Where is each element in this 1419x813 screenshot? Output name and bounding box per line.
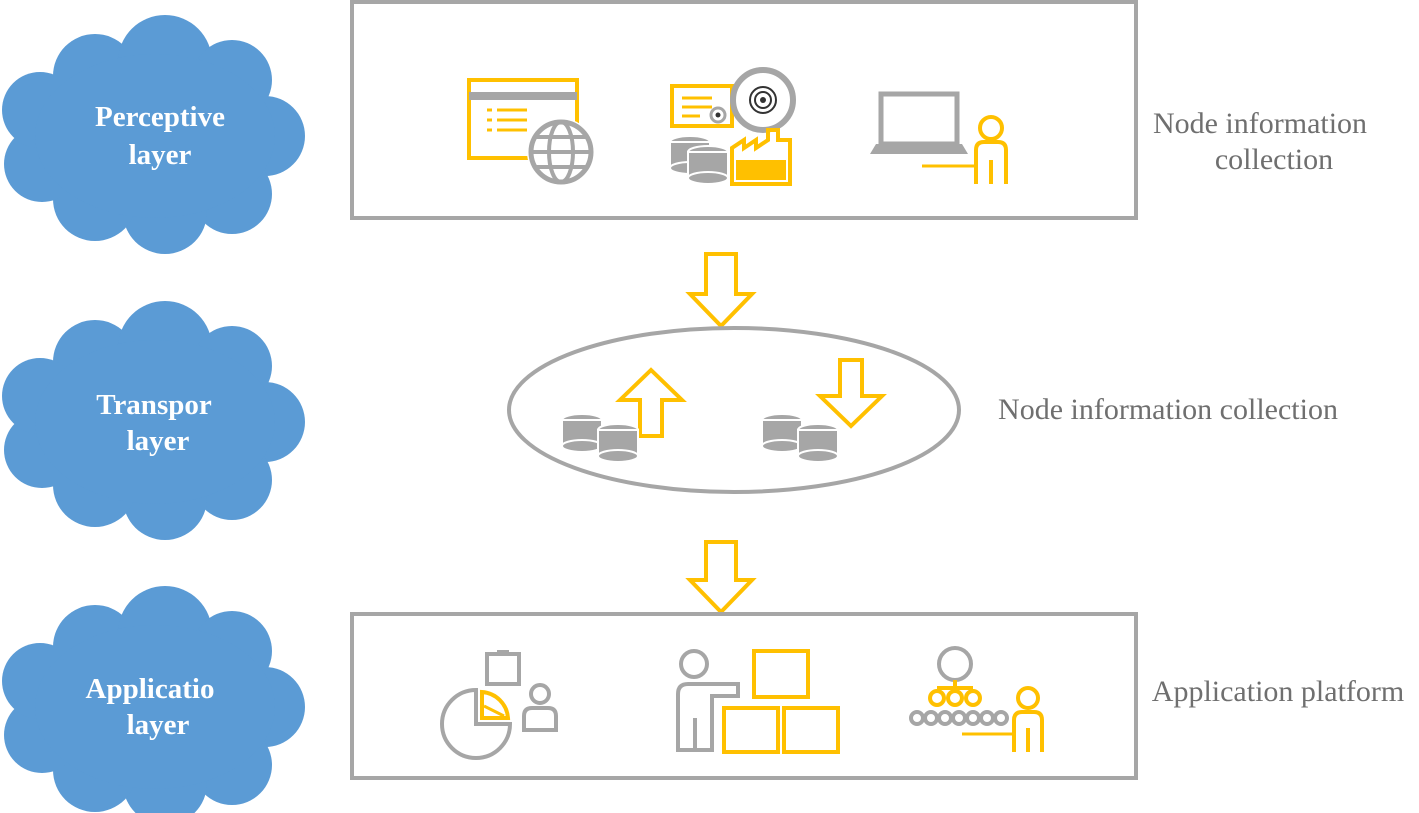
laptop-user-icon bbox=[870, 91, 1008, 184]
cloud-label-line1: Applicatio bbox=[86, 673, 215, 705]
down-arrow-icon bbox=[685, 252, 757, 329]
cloud-label-line2: layer bbox=[129, 139, 192, 171]
down-arrow-icon bbox=[685, 540, 757, 615]
database-download-icon bbox=[761, 358, 887, 463]
top-label-line1: Node information bbox=[1153, 107, 1367, 140]
cloud-label-line2: layer bbox=[127, 709, 190, 741]
bottom-label: Application platform bbox=[1152, 675, 1404, 708]
cloud-label-line1: Perceptive bbox=[95, 101, 225, 133]
perceptive-box bbox=[350, 0, 1138, 220]
top-label-line2: collection bbox=[1215, 143, 1333, 176]
cloud-label-line1: Transpor bbox=[96, 389, 212, 421]
cloud-perceptive-layer bbox=[2, 15, 305, 254]
certificate-factory-icon bbox=[669, 67, 796, 186]
browser-globe-icon bbox=[467, 78, 595, 186]
transport-ellipse bbox=[507, 326, 961, 494]
cloud-label-line2: layer bbox=[127, 425, 190, 457]
database-upload-icon bbox=[561, 367, 687, 463]
presenter-boxes-icon bbox=[676, 649, 840, 754]
pie-chart-user-icon bbox=[440, 650, 558, 760]
middle-label: Node information collection bbox=[998, 393, 1338, 426]
application-box bbox=[350, 612, 1138, 780]
hierarchy-user-icon bbox=[909, 646, 1044, 752]
